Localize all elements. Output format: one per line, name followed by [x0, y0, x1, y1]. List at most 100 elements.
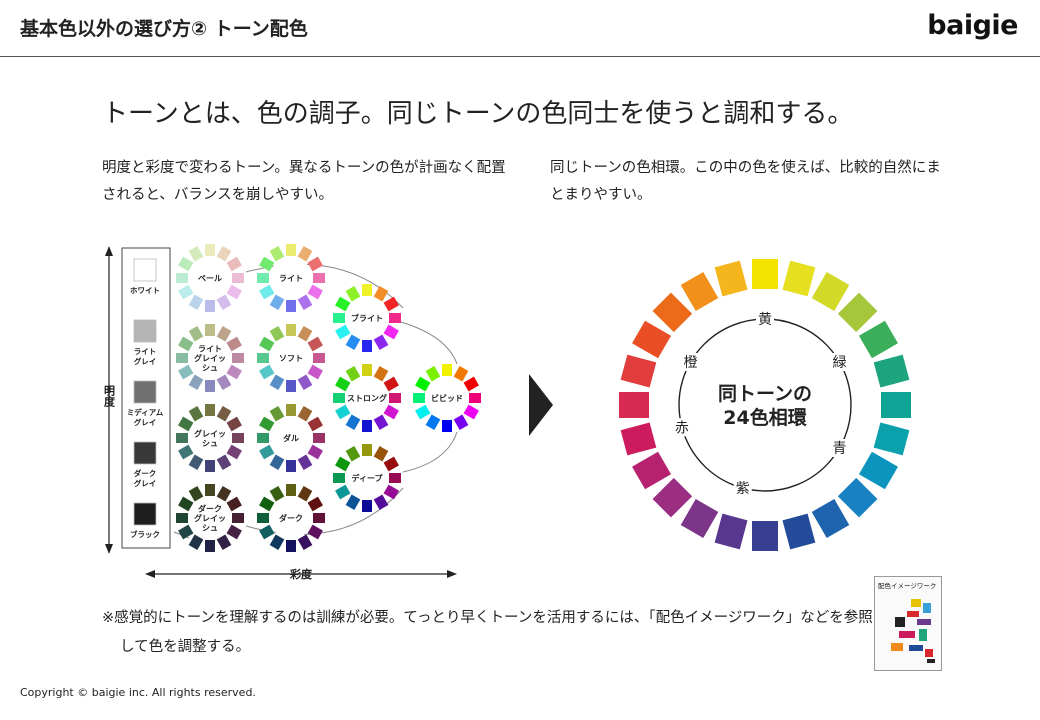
tone-swatch [335, 456, 351, 472]
hue-segment [837, 477, 878, 518]
hue-label: 青 [832, 441, 846, 457]
tone-wheel: ダル [257, 404, 325, 472]
tone-swatch [345, 494, 361, 510]
tone-swatch [373, 366, 389, 382]
tone-swatch [335, 324, 351, 340]
tone-swatch [442, 420, 452, 432]
tone-swatch [178, 256, 194, 272]
tone-swatch [259, 524, 275, 540]
hue-label-bg [681, 353, 700, 371]
tone-wheel-center [189, 257, 231, 299]
tone-swatch [178, 416, 194, 432]
hue-ring-description: 同じトーンの色相環。この中の色を使えば、比較的自然にまとまりやすい。 [550, 160, 941, 203]
tone-swatch [259, 496, 275, 512]
brand-logo: baigie [927, 10, 1018, 41]
hue-segment [652, 292, 693, 333]
tone-swatch [453, 414, 469, 430]
tone-wheel: ディープ [333, 444, 401, 512]
hue-segment [811, 498, 850, 538]
tone-swatch [232, 513, 244, 523]
hue-segment [620, 354, 657, 388]
gray-swatch [133, 258, 157, 282]
tone-swatch [269, 454, 285, 470]
hue-segment [782, 513, 816, 550]
tone-swatch [307, 284, 323, 300]
tone-swatch [425, 414, 441, 430]
hue-segment [881, 392, 911, 418]
tone-swatch [373, 286, 389, 302]
hue-segment [652, 477, 693, 518]
tone-swatch [297, 486, 313, 502]
tone-swatch [415, 376, 431, 392]
tone-swatch [362, 284, 372, 296]
tone-swatch [178, 364, 194, 380]
hue-segment [714, 513, 748, 550]
hue-segment [714, 260, 748, 297]
tone-swatch [453, 366, 469, 382]
gray-swatch [133, 441, 157, 465]
tone-swatch [205, 380, 215, 392]
tone-label: ライト [198, 345, 222, 354]
tone-swatch [413, 393, 425, 403]
tone-swatch [425, 366, 441, 382]
tone-swatch [178, 336, 194, 352]
hue-segment [632, 451, 672, 490]
tone-swatch [178, 444, 194, 460]
tone-swatch [205, 484, 215, 496]
gray-swatch [133, 502, 157, 526]
tone-swatch [269, 294, 285, 310]
tone-swatch [297, 534, 313, 550]
tone-swatch [259, 444, 275, 460]
tone-swatch [307, 444, 323, 460]
tone-swatch [188, 246, 204, 262]
copyright: Copyright © baigie inc. All rights reser… [20, 686, 256, 699]
gray-label: グレイ [134, 478, 157, 488]
tone-swatch [259, 336, 275, 352]
tone-swatch [216, 406, 232, 422]
tone-swatch [216, 326, 232, 342]
footnote: ※感覚的にトーンを理解するのは訓練が必要。てっとり早くトーンを活用するには、「配… [102, 610, 873, 655]
tone-swatch [205, 540, 215, 552]
hue-label: 緑 [832, 355, 846, 371]
tone-swatch [333, 473, 345, 483]
tone-swatch [286, 300, 296, 312]
tone-swatch [383, 296, 399, 312]
tone-swatch [226, 524, 242, 540]
book-cover-thumbnail[interactable]: 配色イメージワーク [874, 576, 942, 671]
tone-wheel: ビビッド [413, 364, 481, 432]
tone-label: ダル [283, 433, 299, 443]
tone-swatch [345, 414, 361, 430]
tone-swatch [286, 540, 296, 552]
tone-swatch [307, 256, 323, 272]
tone-swatch [362, 500, 372, 512]
lightness-axis-arrow-down-icon [105, 544, 113, 554]
tone-wheel: ブライト [333, 284, 401, 352]
tone-wheel-center [189, 497, 231, 539]
tone-wheel-center [270, 417, 312, 459]
lightness-axis-label: 明度 [103, 385, 116, 408]
saturation-axis-label: 彩度 [289, 567, 313, 581]
tone-swatch [335, 376, 351, 392]
ring-center-subtitle: 24色相環 [723, 406, 807, 429]
tone-swatch [313, 353, 325, 363]
hue-ring-inner-circle [678, 318, 852, 492]
tone-swatch [335, 484, 351, 500]
tone-description: 明度と彩度で変わるトーン。異なるトーンの色が計画なく配置されると、バランスを崩し… [102, 160, 506, 203]
tone-swatch [307, 336, 323, 352]
gray-label: ダーク [134, 468, 157, 478]
tone-swatch [335, 404, 351, 420]
tone-swatch [259, 284, 275, 300]
tone-swatch [345, 334, 361, 350]
tone-swatch [345, 446, 361, 462]
gray-swatch [133, 319, 157, 343]
header-divider [0, 56, 1040, 57]
tone-swatch [389, 473, 401, 483]
tone-wheel: ライト [257, 244, 325, 312]
tone-swatch [463, 376, 479, 392]
tone-swatch [232, 353, 244, 363]
tone-label: ソフト [279, 354, 303, 363]
tone-swatch [297, 406, 313, 422]
tone-swatch [205, 404, 215, 416]
